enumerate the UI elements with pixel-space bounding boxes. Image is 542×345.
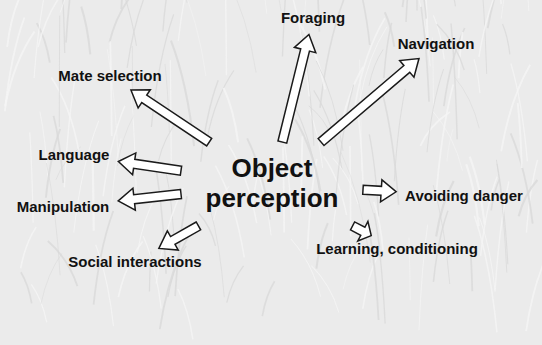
grass-blade: [282, 0, 290, 56]
grass-blade: [349, 146, 351, 236]
grass-blade: [526, 248, 542, 331]
grass-blade: [163, 0, 172, 32]
label-text: Avoiding danger: [405, 187, 523, 204]
grass-blade: [51, 78, 78, 150]
grass-blade: [501, 65, 530, 152]
grass-blade: [454, 77, 479, 129]
grass-blade: [226, 0, 256, 73]
grass-blade: [178, 0, 198, 41]
label-text: Foraging: [281, 9, 345, 26]
grass-blade: [81, 7, 90, 55]
hollow-arrow: [118, 188, 181, 210]
grass-blade: [66, 0, 79, 43]
function-label: Language: [36, 144, 113, 165]
grass-blade: [225, 0, 226, 75]
concept-title: Object perception: [197, 154, 347, 214]
grass-blade: [262, 281, 274, 316]
grass-blade: [427, 0, 455, 6]
function-label: Avoiding danger: [402, 185, 526, 206]
grass-blade: [436, 84, 454, 202]
grass-blade: [21, 272, 32, 303]
grass-blade: [421, 7, 429, 102]
grass-blade: [474, 216, 497, 333]
grass-blade: [406, 0, 411, 22]
grass-blade: [357, 107, 363, 184]
hollow-arrow: [350, 221, 371, 241]
grass-blade: [34, 0, 51, 78]
function-label: Navigation: [395, 33, 478, 54]
grass-blade: [38, 0, 67, 47]
grass-blade: [21, 227, 36, 268]
grass-blade: [110, 41, 111, 136]
grass-blade: [311, 266, 338, 313]
hollow-arrow: [118, 153, 181, 175]
grass-blade: [385, 12, 394, 46]
grass-blade: [332, 209, 335, 241]
grass-texture: [5, 0, 542, 339]
hollow-arrow: [131, 90, 212, 146]
grass-blade: [175, 196, 187, 296]
grass-blade: [201, 80, 218, 161]
grass-blade: [210, 209, 224, 298]
grass-blade: [5, 32, 34, 107]
grass-blade: [479, 0, 502, 4]
grass-blade: [501, 0, 522, 19]
grass-blade: [369, 49, 383, 85]
grass-blade: [479, 0, 505, 57]
grass-blade: [433, 111, 463, 170]
grass-blade: [179, 0, 206, 76]
hollow-arrow: [159, 222, 201, 250]
grass-blade: [227, 266, 244, 303]
label-text: Mate selection: [58, 67, 161, 84]
central-concept: Object perception: [181, 142, 363, 226]
grass-blade: [60, 0, 88, 12]
grass-blade: [416, 0, 418, 11]
function-label: Mate selection: [55, 65, 164, 86]
grass-blade: [7, 0, 19, 47]
grass-blade: [112, 139, 121, 203]
grass-blade: [447, 129, 453, 161]
hollow-arrow: [363, 180, 396, 202]
grass-blade: [165, 64, 169, 132]
function-label: Learning, conditioning: [313, 238, 481, 259]
grass-blade: [258, 0, 281, 11]
label-text: Manipulation: [17, 198, 110, 215]
grass-blade: [178, 289, 193, 339]
grass-blade: [143, 236, 161, 309]
label-text: Language: [39, 146, 110, 163]
grass-blade: [353, 0, 370, 45]
label-text: Navigation: [398, 35, 475, 52]
label-text: Learning, conditioning: [316, 240, 478, 257]
grass-blade: [40, 112, 48, 181]
grass-blade: [496, 160, 506, 273]
grass-blade: [427, 69, 444, 152]
label-text: Social interactions: [68, 253, 201, 270]
grass-blade: [93, 159, 94, 231]
grass-blade: [413, 0, 427, 19]
function-label: Social interactions: [65, 251, 204, 272]
hollow-arrow: [278, 34, 316, 143]
grass-blade: [107, 49, 118, 162]
grass-blade: [41, 253, 62, 304]
hollow-arrow: [318, 59, 419, 146]
grass-blade: [474, 59, 480, 93]
function-label: Manipulation: [14, 196, 113, 217]
grass-blade: [518, 103, 522, 168]
grass-blade: [121, 0, 134, 9]
grass-blade: [479, 218, 495, 292]
grass-blade: [522, 0, 529, 11]
grass-blade: [46, 163, 60, 275]
grass-blade: [127, 0, 153, 68]
grass-blade: [74, 121, 99, 233]
grass-blade: [502, 24, 509, 55]
grass-blade: [224, 88, 239, 142]
function-label: Foraging: [278, 7, 348, 28]
grass-blade: [251, 0, 267, 14]
grass-blade: [374, 213, 385, 323]
